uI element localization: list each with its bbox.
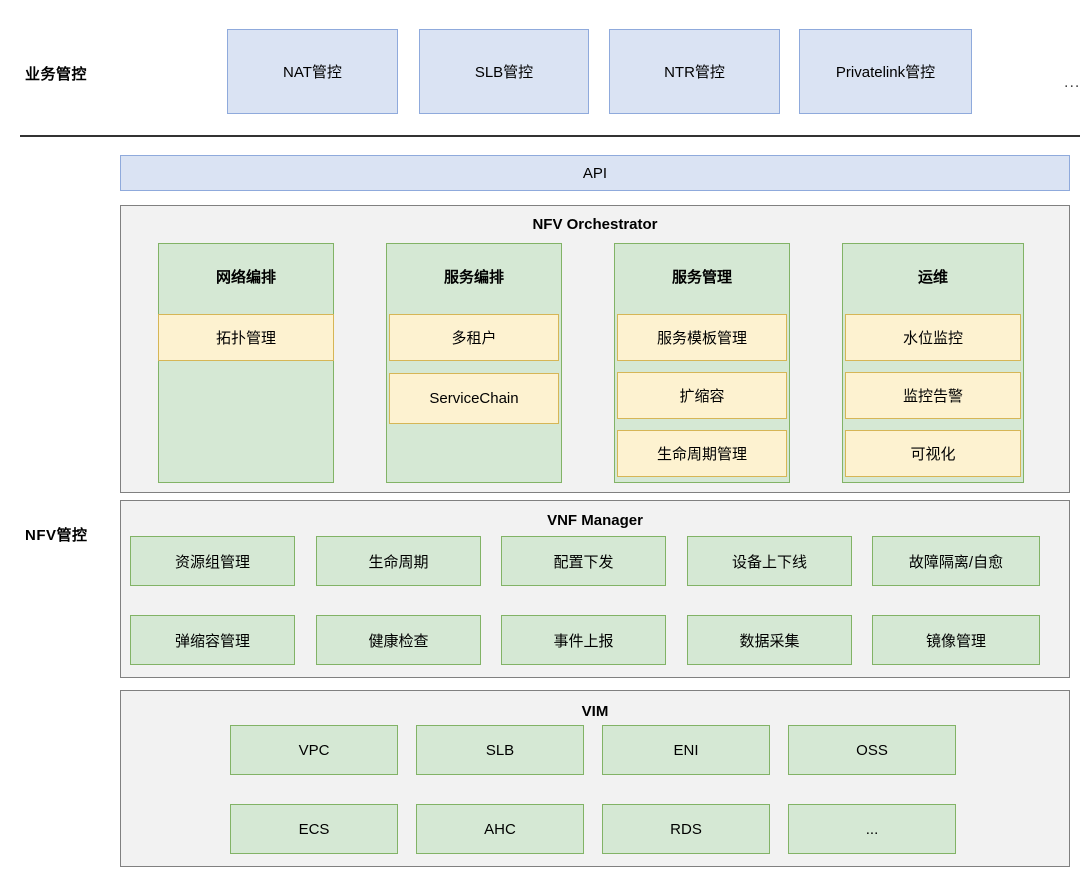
- orchestrator-item-multi-tenant[interactable]: 多租户: [389, 314, 559, 361]
- vnf-item-event-report-label: 事件上报: [553, 632, 614, 650]
- vim-item-vpc-label: VPC: [298, 741, 330, 759]
- vnf-item-device-online-offline[interactable]: 设备上下线: [687, 536, 852, 586]
- vnf-item-elastic-scaling-mgmt[interactable]: 弹缩容管理: [130, 615, 295, 665]
- business-box-privatelink-label: Privatelink管控: [835, 64, 936, 81]
- vim-item-rds-label: RDS: [670, 820, 702, 838]
- orchestrator-column-service-mgmt-title: 服务管理: [671, 269, 732, 286]
- orchestrator-column-network: 网络编排: [158, 243, 334, 483]
- vim-item-more[interactable]: ...: [788, 804, 956, 854]
- business-box-ntr-label: NTR管控: [664, 64, 725, 81]
- orchestrator-column-service-orch: 服务编排: [386, 243, 562, 483]
- business-box-slb-label: SLB管控: [474, 64, 534, 81]
- vnf-item-health-check[interactable]: 健康检查: [316, 615, 481, 665]
- orchestrator-item-visualization-label: 可视化: [910, 446, 956, 463]
- orchestrator-item-visualization[interactable]: 可视化: [845, 430, 1021, 477]
- vim-item-eni[interactable]: ENI: [602, 725, 770, 775]
- vnf-item-event-report[interactable]: 事件上报: [501, 615, 666, 665]
- panel-vim-title: VIM: [581, 703, 609, 720]
- business-box-ntr[interactable]: NTR管控: [609, 29, 780, 114]
- vim-item-eni-label: ENI: [673, 741, 699, 759]
- layer-divider: [20, 135, 1080, 137]
- vnf-item-lifecycle-label: 生命周期: [368, 553, 429, 571]
- vim-item-oss[interactable]: OSS: [788, 725, 956, 775]
- business-box-nat[interactable]: NAT管控: [227, 29, 398, 114]
- orchestrator-item-monitor-alarm[interactable]: 监控告警: [845, 372, 1021, 419]
- orchestrator-item-lifecycle-mgmt[interactable]: 生命周期管理: [617, 430, 787, 477]
- business-row-ellipsis: ...: [1064, 74, 1080, 91]
- vim-item-ecs[interactable]: ECS: [230, 804, 398, 854]
- panel-nfv-orchestrator-title: NFV Orchestrator: [532, 216, 658, 233]
- vim-item-ahc-label: AHC: [484, 820, 516, 838]
- orchestrator-item-watermark-monitor[interactable]: 水位监控: [845, 314, 1021, 361]
- vnf-item-image-mgmt-label: 镜像管理: [925, 632, 986, 650]
- orchestrator-item-lifecycle-mgmt-label: 生命周期管理: [656, 446, 747, 463]
- vnf-item-data-collection-label: 数据采集: [739, 632, 800, 650]
- api-bar-label: API: [582, 164, 608, 182]
- orchestrator-item-scaling[interactable]: 扩缩容: [617, 372, 787, 419]
- vnf-item-config-delivery[interactable]: 配置下发: [501, 536, 666, 586]
- vnf-item-fault-isolation-selfheal[interactable]: 故障隔离/自愈: [872, 536, 1040, 586]
- orchestrator-item-watermark-monitor-label: 水位监控: [902, 330, 963, 347]
- orchestrator-item-topology-mgmt[interactable]: 拓扑管理: [158, 314, 334, 361]
- vim-item-slb[interactable]: SLB: [416, 725, 584, 775]
- orchestrator-column-service-orch-title: 服务编排: [443, 269, 504, 286]
- orchestrator-item-topology-mgmt-label: 拓扑管理: [215, 330, 276, 347]
- vnf-item-config-delivery-label: 配置下发: [553, 553, 614, 571]
- business-box-privatelink[interactable]: Privatelink管控: [799, 29, 972, 114]
- vnf-item-lifecycle[interactable]: 生命周期: [316, 536, 481, 586]
- vnf-item-elastic-scaling-mgmt-label: 弹缩容管理: [174, 632, 250, 650]
- orchestrator-column-ops-title: 运维: [917, 269, 948, 286]
- vim-item-oss-label: OSS: [856, 741, 888, 759]
- vnf-item-device-online-offline-label: 设备上下线: [731, 553, 807, 571]
- vnf-item-image-mgmt[interactable]: 镜像管理: [872, 615, 1040, 665]
- business-box-slb[interactable]: SLB管控: [419, 29, 589, 114]
- vim-item-ahc[interactable]: AHC: [416, 804, 584, 854]
- orchestrator-item-monitor-alarm-label: 监控告警: [902, 388, 963, 405]
- orchestrator-item-service-template-mgmt[interactable]: 服务模板管理: [617, 314, 787, 361]
- orchestrator-item-multi-tenant-label: 多租户: [451, 330, 497, 347]
- vim-item-ecs-label: ECS: [298, 820, 330, 838]
- vnf-item-resource-group-mgmt[interactable]: 资源组管理: [130, 536, 295, 586]
- api-bar[interactable]: API: [120, 155, 1070, 191]
- vnf-item-health-check-label: 健康检查: [368, 632, 429, 650]
- orchestrator-item-service-chain-label: ServiceChain: [429, 390, 519, 407]
- orchestrator-column-network-title: 网络编排: [215, 269, 276, 286]
- vim-item-vpc[interactable]: VPC: [230, 725, 398, 775]
- vnf-item-data-collection[interactable]: 数据采集: [687, 615, 852, 665]
- panel-vnf-manager-title: VNF Manager: [547, 512, 643, 529]
- business-box-nat-label: NAT管控: [283, 64, 342, 81]
- orchestrator-item-service-template-mgmt-label: 服务模板管理: [656, 330, 747, 347]
- vim-item-rds[interactable]: RDS: [602, 804, 770, 854]
- vim-item-slb-label: SLB: [485, 741, 515, 759]
- row-label-business: 业务管控: [25, 66, 88, 83]
- vim-item-more-label: ...: [865, 820, 879, 838]
- orchestrator-item-scaling-label: 扩缩容: [679, 388, 725, 405]
- vnf-item-fault-isolation-selfheal-label: 故障隔离/自愈: [908, 553, 1004, 571]
- row-label-nfv: NFV管控: [25, 527, 88, 544]
- orchestrator-item-service-chain[interactable]: ServiceChain: [389, 373, 559, 424]
- vnf-item-resource-group-mgmt-label: 资源组管理: [174, 553, 250, 571]
